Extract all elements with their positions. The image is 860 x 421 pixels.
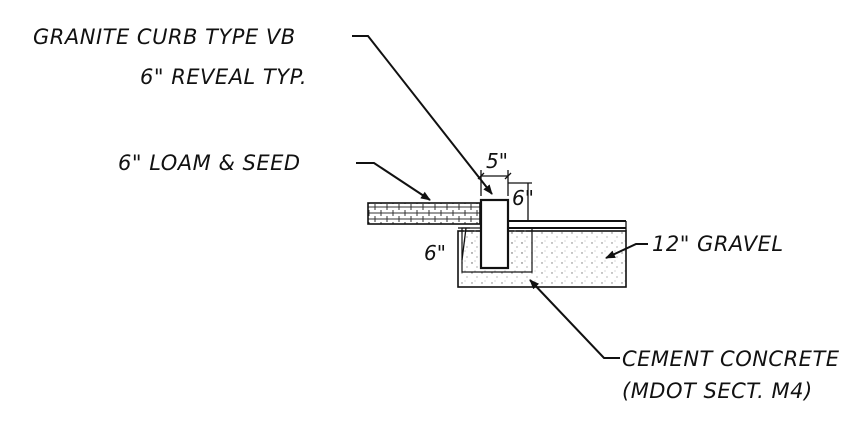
granite-curb [479, 198, 510, 270]
dim-tick-right [504, 172, 512, 180]
label-mdot-section: (MDOT SECT. M4) [622, 379, 813, 403]
dim-reveal: 6" [512, 186, 534, 210]
label-gravel: 12" GRAVEL [652, 232, 784, 256]
label-curb-reveal: 6" REVEAL TYP. [140, 65, 307, 89]
label-loam-seed: 6" LOAM & SEED [118, 151, 301, 175]
label-curb-type: GRANITE CURB TYPE VB [33, 25, 296, 49]
dim-depth-line [461, 227, 467, 261]
leader-loam [356, 162, 431, 201]
leader-concrete [529, 279, 620, 359]
dim-curb-width: 5" [486, 149, 508, 173]
loam-seed-layer [367, 202, 481, 225]
label-cement-concrete: CEMENT CONCRETE [622, 347, 840, 371]
leader-curb [352, 35, 493, 195]
leader-gravel [605, 243, 648, 259]
dim-concrete-depth: 6" [424, 241, 446, 265]
